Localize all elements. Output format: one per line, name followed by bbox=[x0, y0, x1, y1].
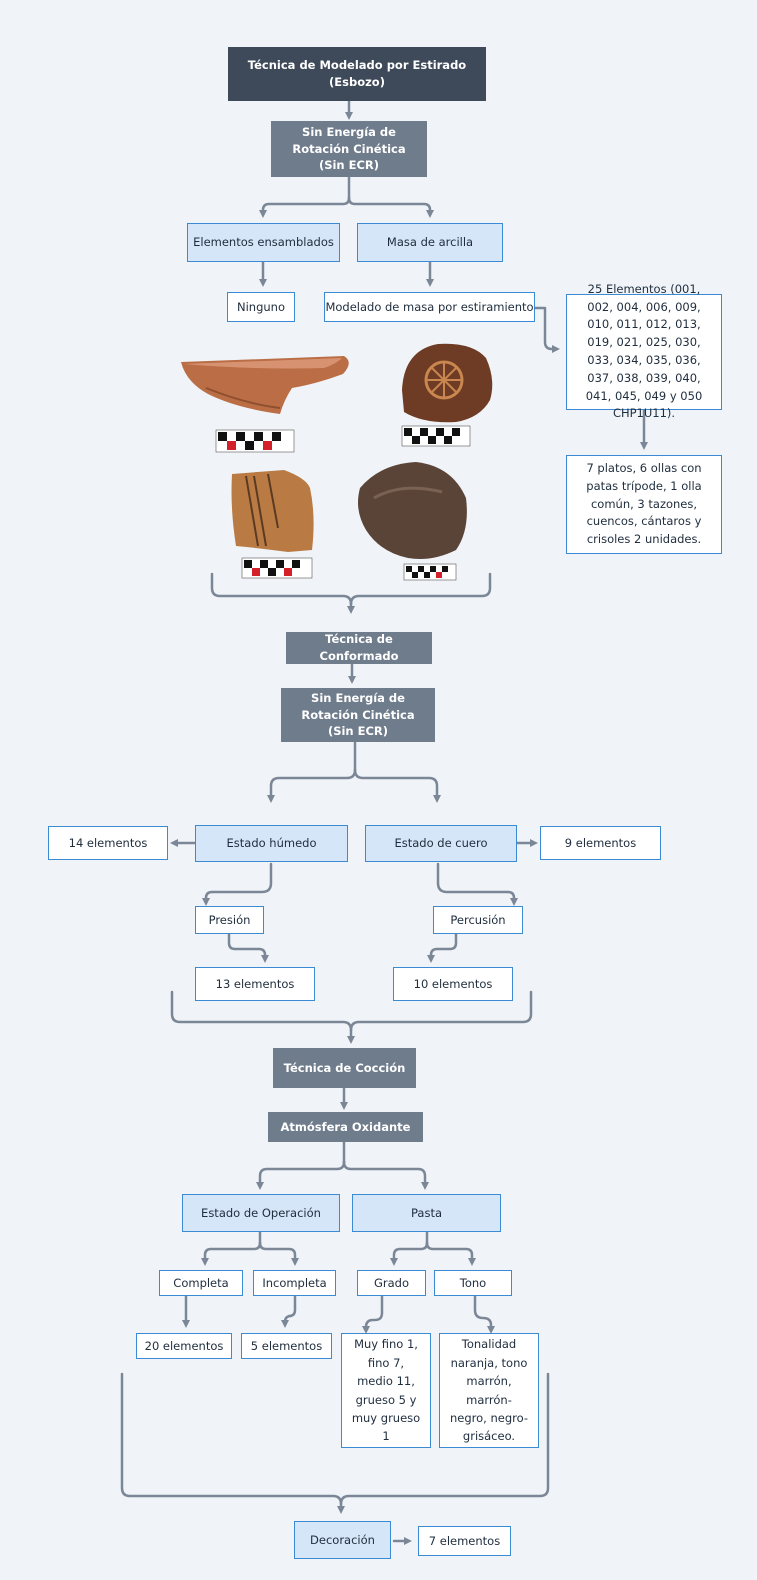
modeling-energy-box: Sin Energía de Rotación Cinética (Sin EC… bbox=[271, 121, 427, 177]
incomplete-count-box: 5 elementos bbox=[241, 1333, 332, 1359]
decoration-count-box: 7 elementos bbox=[418, 1526, 511, 1556]
paste-box: Pasta bbox=[352, 1194, 501, 1232]
tone-box: Tono bbox=[434, 1270, 512, 1296]
none-box: Ninguno bbox=[227, 292, 295, 322]
tone-detail-box: Tonalidad naranja, tono marrón, marrón-n… bbox=[439, 1333, 539, 1448]
humid-state-box: Estado húmedo bbox=[195, 825, 348, 862]
vessel-types-box: 7 platos, 6 ollas con patas trípode, 1 o… bbox=[566, 455, 722, 554]
complete-count-box: 20 elementos bbox=[136, 1333, 232, 1359]
decoration-box: Decoración bbox=[294, 1521, 391, 1559]
oxidizing-atmosphere-box: Atmósfera Oxidante bbox=[268, 1112, 423, 1142]
stretch-modeling-box: Modelado de masa por estiramiento bbox=[324, 292, 535, 322]
pottery-decorated-sherd-image bbox=[401, 343, 493, 447]
pottery-rim-sherd-image bbox=[181, 356, 349, 453]
pressure-count-box: 13 elementos bbox=[195, 967, 315, 1001]
percussion-box: Percusión bbox=[433, 906, 523, 934]
pressure-box: Presión bbox=[195, 906, 264, 934]
leather-count-box: 9 elementos bbox=[540, 826, 661, 860]
incomplete-box: Incompleta bbox=[253, 1270, 336, 1296]
complete-box: Completa bbox=[159, 1270, 243, 1296]
percussion-count-box: 10 elementos bbox=[393, 967, 513, 1001]
pottery-dark-sherd-image bbox=[358, 462, 467, 581]
leather-state-box: Estado de cuero bbox=[365, 825, 517, 862]
humid-count-box: 14 elementos bbox=[48, 826, 168, 860]
operation-state-box: Estado de Operación bbox=[182, 1194, 340, 1232]
shaping-technique-title: Técnica de Conformado bbox=[286, 632, 432, 664]
grade-box: Grado bbox=[357, 1270, 426, 1296]
clay-mass-box: Masa de arcilla bbox=[357, 223, 503, 262]
pottery-striped-sherd-image bbox=[231, 470, 314, 579]
modeling-technique-title: Técnica de Modelado por Estirado (Esbozo… bbox=[228, 47, 486, 101]
firing-technique-title: Técnica de Cocción bbox=[273, 1048, 416, 1088]
elements-list-box: 25 Elementos (001, 002, 004, 006, 009, 0… bbox=[566, 282, 722, 420]
shaping-energy-box: Sin Energía de Rotación Cinética (Sin EC… bbox=[281, 688, 435, 742]
assembled-elements-box: Elementos ensamblados bbox=[187, 223, 340, 262]
grade-detail-box: Muy fino 1, fino 7, medio 11, grueso 5 y… bbox=[341, 1333, 431, 1448]
